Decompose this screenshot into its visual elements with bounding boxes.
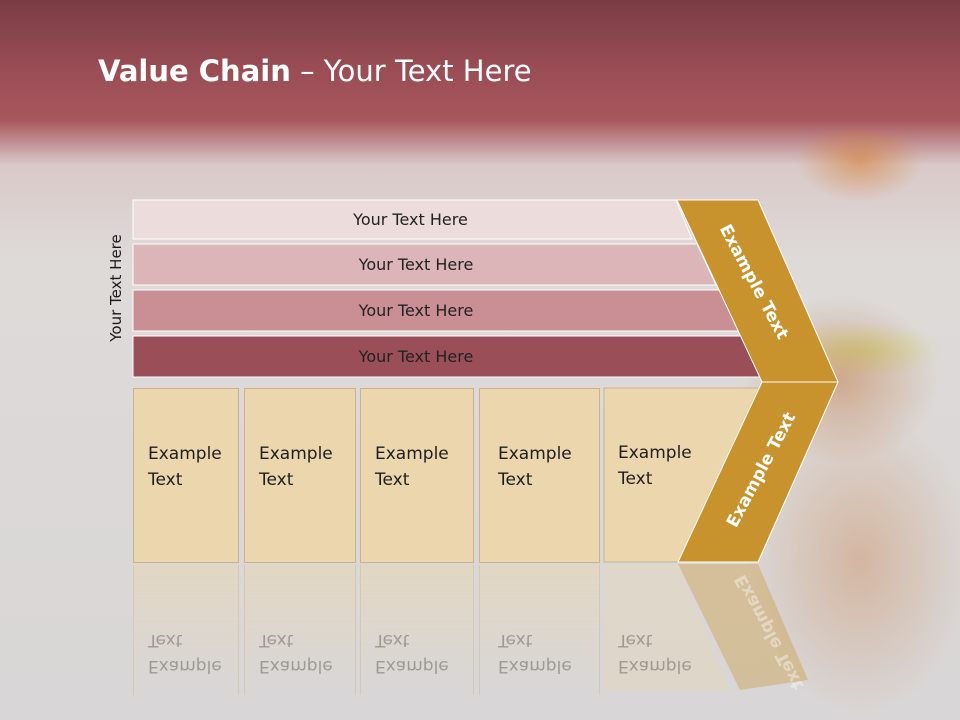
reflection-line-1: Example: [148, 656, 222, 676]
title-bold: Value Chain: [98, 54, 291, 88]
band-label: Your Text Here: [358, 255, 474, 274]
column-4-reflection: Example Text: [479, 565, 600, 695]
reflection-line-2: Text: [259, 630, 294, 650]
column-line-2: Text: [618, 469, 653, 489]
reflection-line-2: Text: [498, 630, 533, 650]
column-line-1: Example: [259, 444, 333, 464]
band-2: Your Text Here: [133, 244, 699, 285]
band-label: Your Text Here: [358, 347, 474, 366]
reflection-text: Example Text: [375, 627, 449, 679]
column-3-reflection: Example Text: [360, 565, 474, 695]
reflection-line-1: Example: [618, 656, 692, 676]
reflection-text: Example Text: [148, 627, 222, 679]
title-rest: – Your Text Here: [290, 54, 532, 88]
column-line-1: Example: [148, 444, 222, 464]
reflection-text: Example Text: [259, 627, 333, 679]
reflection-line-1: Example: [259, 656, 333, 676]
reflection-text: Example Text: [498, 627, 572, 679]
column-line-2: Text: [148, 470, 183, 490]
band-1: Your Text Here: [133, 200, 688, 238]
reflection-line-2: Text: [375, 630, 410, 650]
chevron-reflection: [678, 564, 808, 690]
band-shape-1: [132, 199, 693, 240]
reflection-line-1: Example: [498, 656, 572, 676]
band-label: Your Text Here: [358, 301, 474, 320]
column-5-reflection-text: Example Text: [618, 627, 692, 679]
column-line-1: Example: [375, 444, 449, 464]
column-line-2: Text: [375, 470, 410, 490]
column-1-reflection: Example Text: [133, 565, 239, 695]
column-5-reflection: [604, 565, 730, 690]
column-line-1: Example: [498, 444, 572, 464]
band-3: Your Text Here: [133, 290, 699, 331]
reflection-line-2: Text: [148, 630, 183, 650]
column-2-reflection: Example Text: [244, 565, 356, 695]
reflection-line-2: Text: [618, 630, 653, 650]
slide-title: Value Chain – Your Text Here: [98, 54, 532, 88]
chevron-lower: [677, 381, 839, 563]
band-4: Your Text Here: [133, 336, 699, 377]
reflection-line-1: Example: [375, 656, 449, 676]
column-line-1: Example: [618, 443, 692, 463]
column-line-2: Text: [259, 470, 294, 490]
band-label: Your Text Here: [353, 209, 468, 229]
column-line-2: Text: [498, 470, 533, 490]
band-shape-2: [132, 243, 717, 286]
